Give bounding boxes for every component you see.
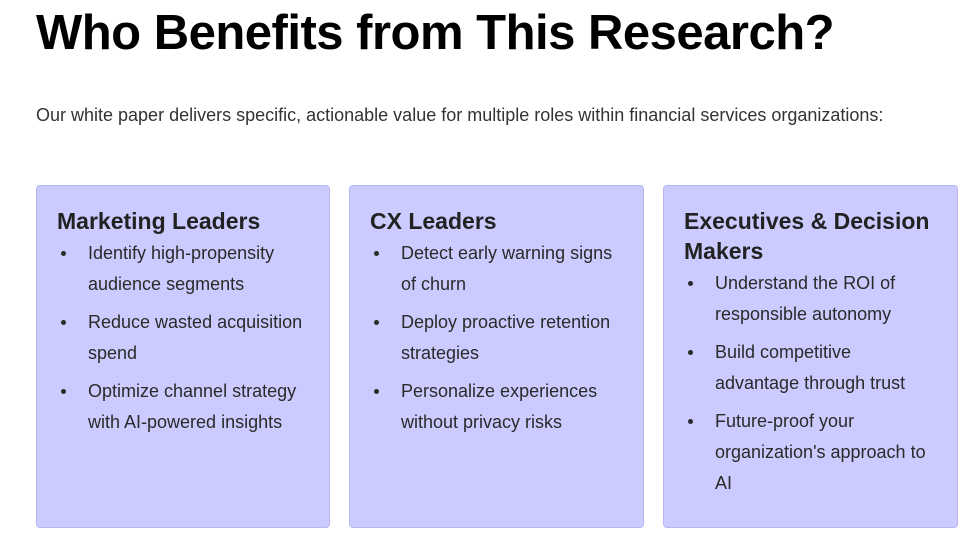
benefit-item: Future-proof your organization's approac…: [684, 406, 937, 499]
bullet-icon: [688, 350, 693, 355]
bullet-icon: [374, 320, 379, 325]
benefit-item: Detect early warning signs of churn: [370, 238, 623, 300]
card-title: Executives & Decision Makers: [684, 208, 930, 264]
benefit-item: Reduce wasted acquisition spend: [57, 307, 309, 369]
benefit-text: Optimize channel strategy with AI-powere…: [88, 381, 297, 432]
benefit-text: Future-proof your organization's approac…: [715, 411, 926, 493]
bullet-icon: [688, 419, 693, 424]
card-executives-decision-makers: Executives & Decision Makers Understand …: [663, 185, 958, 528]
card-title: Marketing Leaders: [57, 208, 261, 234]
intro-paragraph: Our white paper delivers specific, actio…: [36, 105, 884, 125]
benefit-text: Personalize experiences without privacy …: [401, 381, 598, 432]
bullet-icon: [61, 251, 66, 256]
bullet-icon: [61, 389, 66, 394]
benefit-text: Detect early warning signs of churn: [401, 243, 613, 294]
card-title: CX Leaders: [370, 208, 497, 234]
benefit-item: Deploy proactive retention strategies: [370, 307, 623, 369]
benefit-text: Identify high-propensity audience segmen…: [88, 243, 275, 294]
benefit-text: Deploy proactive retention strategies: [401, 312, 611, 363]
benefit-list: Understand the ROI of responsible autono…: [684, 268, 937, 499]
benefit-item: Build competitive advantage through trus…: [684, 337, 937, 399]
bullet-icon: [374, 389, 379, 394]
card-cx-leaders: CX Leaders Detect early warning signs of…: [349, 185, 644, 528]
bullet-icon: [688, 281, 693, 286]
benefit-item: Optimize channel strategy with AI-powere…: [57, 376, 309, 438]
benefit-text: Understand the ROI of responsible autono…: [715, 273, 896, 324]
card-marketing-leaders: Marketing Leaders Identify high-propensi…: [36, 185, 330, 528]
bullet-icon: [61, 320, 66, 325]
benefit-list: Identify high-propensity audience segmen…: [57, 238, 309, 438]
audience-cards: Marketing Leaders Identify high-propensi…: [36, 185, 958, 528]
benefit-text: Build competitive advantage through trus…: [715, 342, 906, 393]
benefit-item: Identify high-propensity audience segmen…: [57, 238, 309, 300]
bullet-icon: [374, 251, 379, 256]
benefit-text: Reduce wasted acquisition spend: [88, 312, 303, 363]
benefit-item: Personalize experiences without privacy …: [370, 376, 623, 438]
benefit-list: Detect early warning signs of churn Depl…: [370, 238, 623, 438]
benefit-item: Understand the ROI of responsible autono…: [684, 268, 937, 330]
page-title: Who Benefits from This Research?: [36, 6, 835, 60]
